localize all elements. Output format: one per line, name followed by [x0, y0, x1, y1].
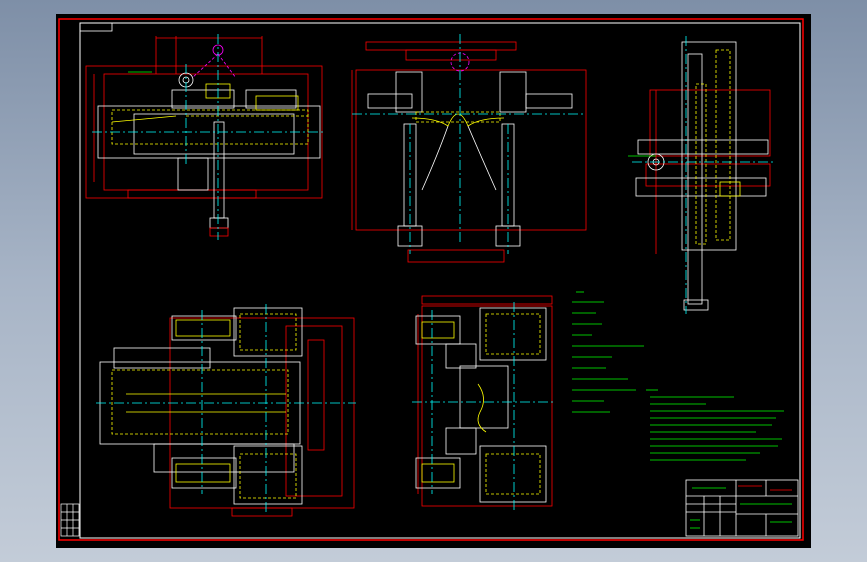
left-margin-table [60, 503, 80, 537]
side-view-right [628, 36, 776, 314]
cad-viewport[interactable] [56, 14, 811, 548]
front-view-center [351, 34, 587, 263]
corner-label-box [79, 22, 113, 32]
technical-requirements-notes [646, 389, 784, 461]
inner-frame [79, 22, 801, 539]
front-view-left [85, 34, 326, 240]
plan-view-center [412, 295, 556, 510]
title-block [685, 479, 799, 537]
outer-frame [58, 18, 804, 541]
parts-legend [572, 291, 644, 413]
title-block-marks [690, 487, 792, 529]
title-block-red-marks [738, 485, 792, 491]
plan-view-left [96, 304, 356, 517]
cad-drawing-sheet [58, 18, 804, 541]
